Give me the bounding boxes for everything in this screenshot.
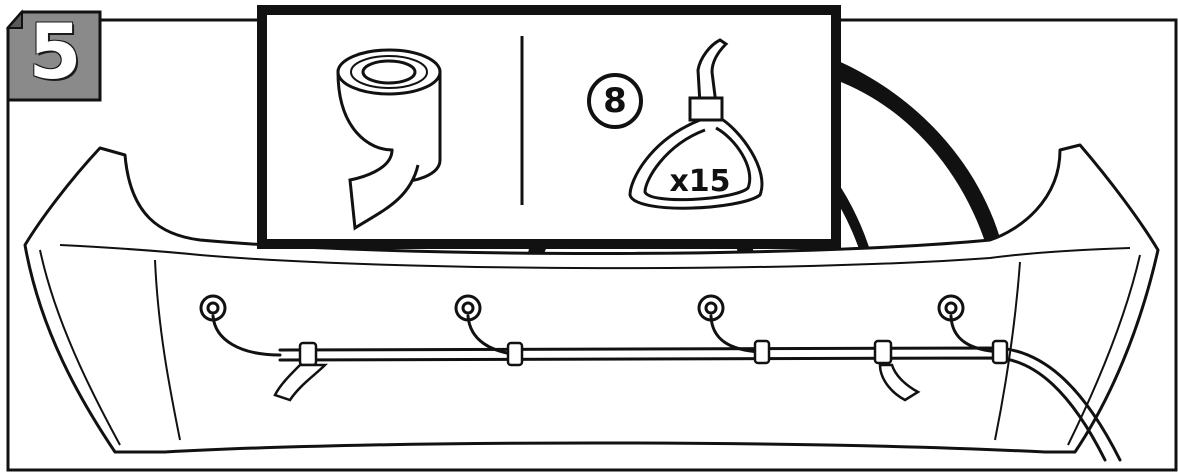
tape-roll-icon (336, 48, 442, 231)
cable-tie-icon (587, 38, 764, 210)
step-badge-shape (5, 9, 102, 102)
ref-circle (587, 73, 643, 129)
cable-tie-ref-number: 8 (603, 81, 627, 121)
tie-tails (273, 363, 921, 402)
step-number: 5 (28, 7, 82, 96)
page-frame (6, 18, 1178, 472)
harness-ties (298, 339, 1009, 367)
cable-tie-quantity: x15 (669, 164, 731, 199)
parts-panel (257, 5, 841, 249)
